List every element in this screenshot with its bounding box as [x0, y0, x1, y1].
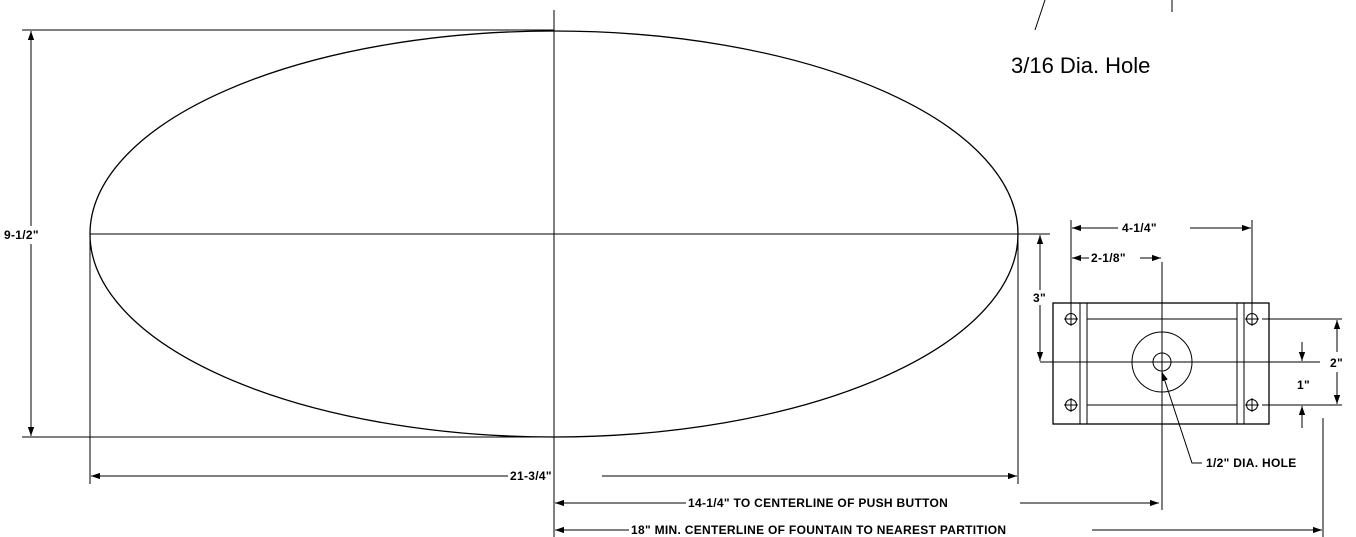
half-spacing-label: 1": [1297, 378, 1310, 392]
width-dimension-label: 21-3/4": [510, 469, 552, 483]
mounting-hole-top-left: [1064, 312, 1078, 326]
push-button-plate: [1052, 302, 1270, 425]
plate-offset-label: 3": [1033, 291, 1046, 305]
hole-spacing-label: 2": [1330, 356, 1343, 370]
height-dimension-label: 9-1/2": [4, 228, 39, 242]
mounting-hole-bottom-left: [1064, 398, 1078, 412]
plate-width-label: 4-1/4": [1122, 221, 1157, 235]
center-hole-label: 1/2" DIA. HOLE: [1206, 456, 1297, 470]
half-width-label: 2-1/8": [1091, 251, 1126, 265]
mounting-hole-top-right: [1245, 312, 1259, 326]
note-leader-line: [1034, 0, 1046, 31]
partition-dimension-label: 18" MIN. CENTERLINE OF FOUNTAIN TO NEARE…: [631, 523, 1006, 537]
center-hole-leader: [1161, 371, 1202, 464]
push-button-dimension-label: 14-1/4" TO CENTERLINE OF PUSH BUTTON: [688, 496, 948, 510]
mounting-hole-bottom-right: [1245, 398, 1259, 412]
hole-note-text: 3/16 Dia. Hole: [1011, 53, 1150, 78]
